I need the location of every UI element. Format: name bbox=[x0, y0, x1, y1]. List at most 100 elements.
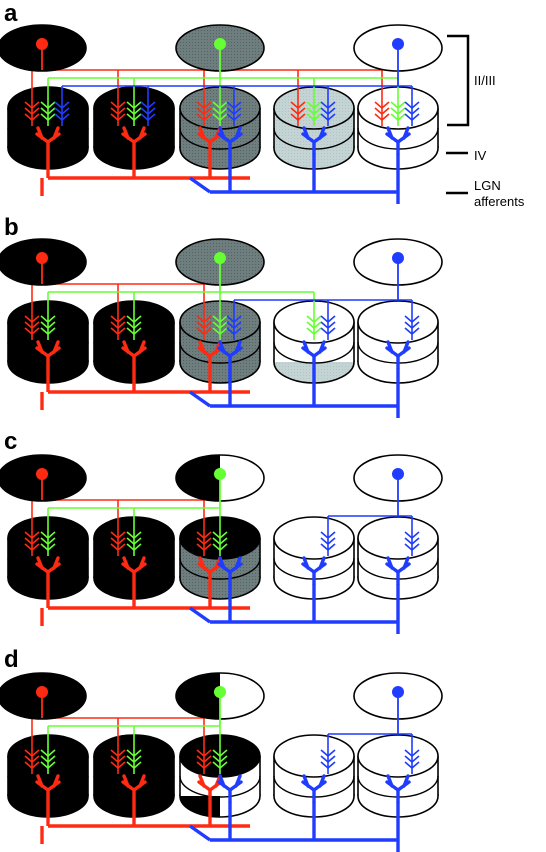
dendritic-tuft-a-red-4-branch-l2 bbox=[374, 113, 383, 121]
dendritic-tuft-c-blue-1-branch-l0 bbox=[404, 531, 413, 539]
dendritic-tuft-c-red-2-branch-r1 bbox=[203, 537, 212, 545]
lgn-blue-terminal-d-0 bbox=[217, 774, 243, 804]
dendritic-tuft-a-blue-3-branch-r2 bbox=[327, 113, 336, 121]
lgn-red-terminal-c-0-twig-r bbox=[52, 556, 60, 570]
dendritic-tuft-a-blue-2-branch-r0 bbox=[233, 101, 242, 109]
dendritic-tuft-a-blue-0-branch-r2 bbox=[61, 113, 70, 121]
dendritic-tuft-d-green-2-branch-r1 bbox=[219, 755, 228, 763]
dendritic-tuft-d-blue-1 bbox=[404, 748, 420, 774]
dendritic-tuft-b-green-1-branch-r2 bbox=[133, 327, 142, 335]
dendritic-tuft-c-red-2-branch-l1 bbox=[196, 537, 205, 545]
dendritic-tuft-c-green-0 bbox=[40, 530, 56, 556]
dendritic-tuft-d-red-2-branch-l0 bbox=[196, 749, 205, 757]
lgn-blue-terminal-c-2-twig-r bbox=[402, 556, 410, 570]
dendritic-tuft-b-blue-0-branch-l0 bbox=[226, 315, 235, 323]
lgn-blue-terminal-b-0-twig-r bbox=[234, 340, 242, 354]
lgn-red-terminal-b-0-twig-l bbox=[36, 340, 44, 354]
dendritic-tuft-b-green-0-branch-r2 bbox=[47, 327, 56, 335]
dendritic-tuft-b-red-2-branch-r0 bbox=[203, 315, 212, 323]
dendritic-tuft-a-red-3-branch-l1 bbox=[290, 107, 299, 115]
dendritic-tuft-c-green-1-branch-l0 bbox=[126, 531, 135, 539]
dendritic-tuft-c-blue-0-branch-r2 bbox=[327, 543, 336, 551]
lgn-red-terminal-c-1-twig-l bbox=[122, 556, 130, 570]
panel-a bbox=[0, 24, 443, 204]
dendritic-tuft-d-blue-1-branch-l0 bbox=[404, 749, 413, 757]
dendritic-tuft-a-red-4-branch-r1 bbox=[381, 107, 390, 115]
dendritic-tuft-a-red-1-branch-l1 bbox=[110, 107, 119, 115]
dendritic-tuft-d-green-1 bbox=[126, 748, 142, 774]
soma-a-green bbox=[175, 24, 265, 78]
dendritic-tuft-b-red-0-branch-l1 bbox=[24, 321, 33, 329]
lgn-blue-bend-a bbox=[189, 176, 211, 194]
dendritic-tuft-c-red-1-branch-l2 bbox=[110, 543, 119, 551]
soma-ellipse-c-green-left bbox=[176, 455, 220, 501]
dendritic-tuft-a-red-3-branch-r0 bbox=[297, 101, 306, 109]
dendritic-tuft-a-red-2-branch-r2 bbox=[203, 113, 212, 121]
dendritic-tuft-a-green-0-branch-r1 bbox=[47, 107, 56, 115]
dendritic-tuft-a-red-4 bbox=[374, 100, 390, 126]
lgn-blue-terminal-a-1 bbox=[301, 126, 327, 156]
dendritic-tuft-c-green-1-branch-r2 bbox=[133, 543, 142, 551]
lgn-blue-terminal-d-2-twig-l bbox=[386, 774, 394, 788]
dendritic-tuft-c-green-1-branch-l1 bbox=[126, 537, 135, 545]
dendritic-tuft-c-green-1-branch-r0 bbox=[133, 531, 142, 539]
dendritic-tuft-a-green-2-branch-l0 bbox=[212, 101, 221, 109]
dendritic-tuft-b-green-3-branch-l0 bbox=[306, 315, 315, 323]
dendritic-tuft-a-green-4-branch-r0 bbox=[397, 101, 406, 109]
dendritic-tuft-b-green-3 bbox=[306, 314, 322, 340]
dendritic-tuft-a-red-1-branch-r2 bbox=[117, 113, 126, 121]
dendritic-tuft-a-red-2 bbox=[196, 100, 212, 126]
dendritic-tuft-d-red-0-branch-r1 bbox=[31, 755, 40, 763]
dendritic-tuft-a-green-1-branch-r0 bbox=[133, 101, 142, 109]
dendritic-tuft-a-green-4-branch-r1 bbox=[397, 107, 406, 115]
dendritic-tuft-a-red-0-branch-r0 bbox=[31, 101, 40, 109]
dendritic-tuft-c-red-0-branch-l0 bbox=[24, 531, 33, 539]
dendritic-tuft-b-red-2-branch-l2 bbox=[196, 327, 205, 335]
cell-body-d-blue bbox=[392, 686, 404, 698]
dendritic-tuft-c-red-1-branch-l1 bbox=[110, 537, 119, 545]
dendritic-tuft-d-blue-0-branch-r1 bbox=[327, 755, 336, 763]
dendritic-tuft-c-red-2-branch-r2 bbox=[203, 543, 212, 551]
dendritic-tuft-b-green-1-branch-l0 bbox=[126, 315, 135, 323]
dendritic-tuft-a-red-4-branch-r2 bbox=[381, 113, 390, 121]
soma-c-green bbox=[175, 454, 265, 508]
dendritic-tuft-b-blue-2-branch-l2 bbox=[404, 327, 413, 335]
dendritic-tuft-a-red-0-branch-r1 bbox=[31, 107, 40, 115]
dendritic-tuft-d-red-1 bbox=[110, 748, 126, 774]
lgn-blue-terminal-c-0 bbox=[217, 556, 243, 586]
column-b-5-top-disc bbox=[357, 300, 439, 344]
dendritic-tuft-b-green-1-branch-l2 bbox=[126, 327, 135, 335]
dendritic-tuft-a-green-3-branch-l1 bbox=[306, 107, 315, 115]
dendritic-tuft-c-blue-0-branch-r1 bbox=[327, 537, 336, 545]
dendritic-tuft-c-red-1-branch-r0 bbox=[117, 531, 126, 539]
dendritic-tuft-c-green-1-branch-l2 bbox=[126, 543, 135, 551]
dendritic-tuft-a-red-0-branch-l0 bbox=[24, 101, 33, 109]
dendritic-tuft-b-green-1-branch-l1 bbox=[126, 321, 135, 329]
lgn-blue-bend-d bbox=[189, 824, 211, 842]
dendritic-tuft-c-green-0-branch-l0 bbox=[40, 531, 49, 539]
dendritic-tuft-a-green-4-branch-r2 bbox=[397, 113, 406, 121]
dendritic-tuft-c-blue-1 bbox=[404, 530, 420, 556]
dendritic-tuft-a-blue-2-branch-l1 bbox=[226, 107, 235, 115]
dendritic-tuft-a-blue-3-branch-l0 bbox=[320, 101, 329, 109]
dendritic-tuft-b-red-1-branch-l1 bbox=[110, 321, 119, 329]
dendritic-tuft-a-green-2-branch-r1 bbox=[219, 107, 228, 115]
dendritic-tuft-a-blue-3-branch-l2 bbox=[320, 113, 329, 121]
panel-b bbox=[0, 238, 443, 418]
dendritic-tuft-b-red-2-branch-l0 bbox=[196, 315, 205, 323]
dendritic-tuft-a-blue-2-branch-l2 bbox=[226, 113, 235, 121]
dendritic-tuft-a-green-1-branch-l2 bbox=[126, 113, 135, 121]
dendritic-tuft-b-green-1 bbox=[126, 314, 142, 340]
dendritic-tuft-b-red-0-branch-l2 bbox=[24, 327, 33, 335]
layer-2-3-bracket bbox=[447, 34, 470, 127]
dendritic-tuft-a-green-2 bbox=[212, 100, 228, 126]
dendritic-tuft-b-blue-2-branch-r0 bbox=[411, 315, 420, 323]
lgn-red-terminal-a-1-twig-l bbox=[122, 126, 130, 140]
lgn-red-terminal-a-0-twig-r bbox=[52, 126, 60, 140]
lgn-red-terminal-c-0-twig-l bbox=[36, 556, 44, 570]
dendritic-tuft-a-blue-1-branch-r0 bbox=[147, 101, 156, 109]
dendritic-tuft-b-blue-1-branch-r0 bbox=[327, 315, 336, 323]
panel-label-c: c bbox=[4, 428, 17, 455]
dendritic-tuft-d-red-1-branch-l2 bbox=[110, 761, 119, 769]
dendritic-tuft-a-blue-2-branch-l0 bbox=[226, 101, 235, 109]
